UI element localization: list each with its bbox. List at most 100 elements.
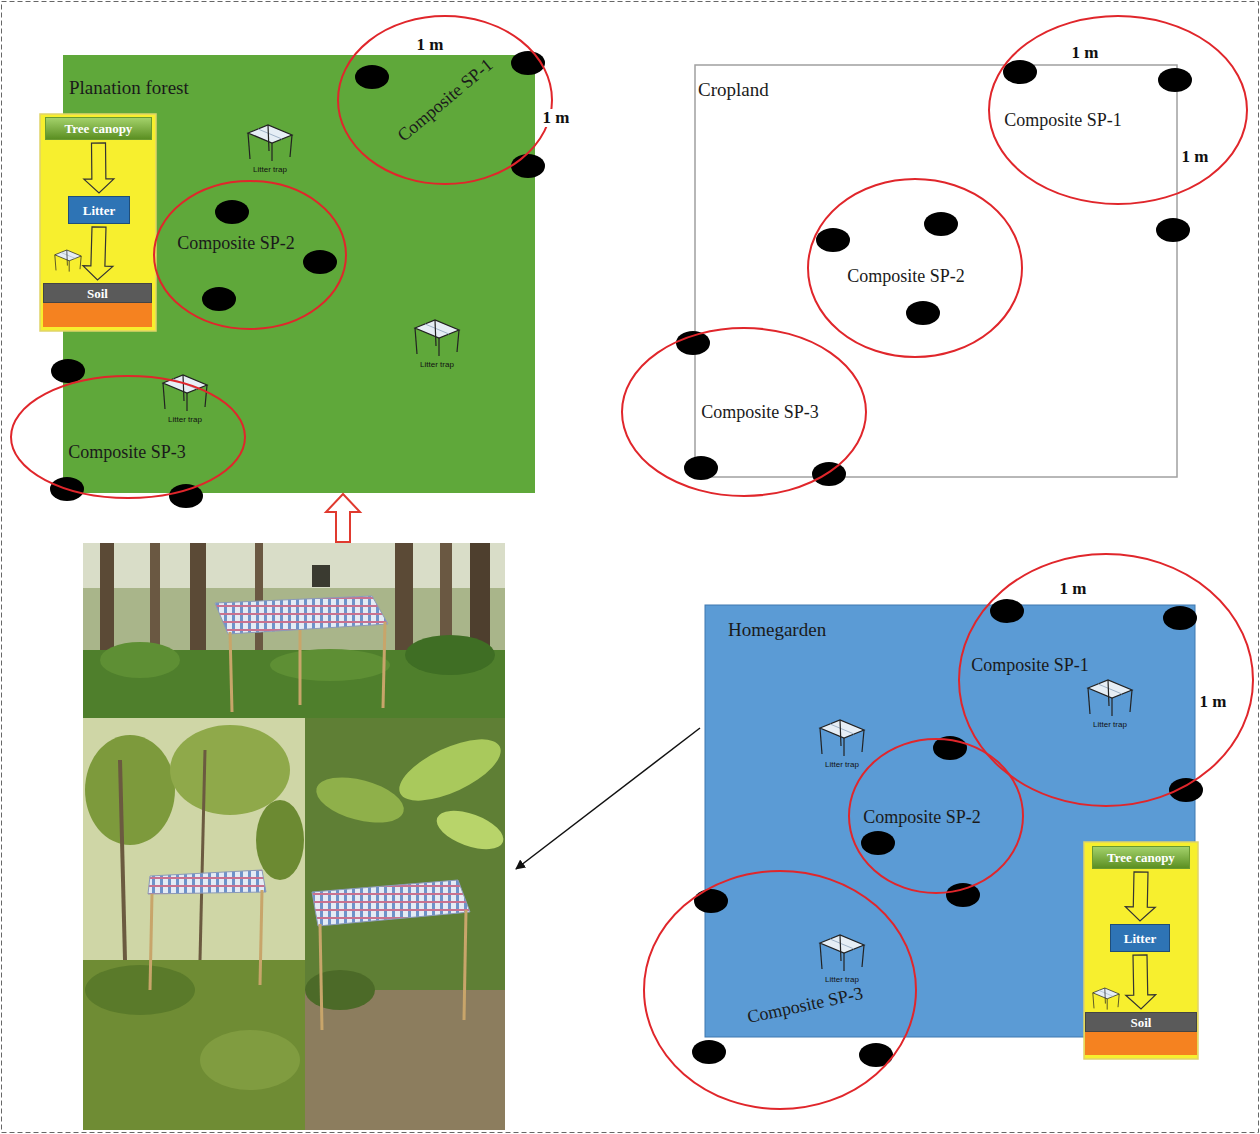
field-photo — [83, 543, 505, 718]
flow-arrow — [1126, 955, 1156, 1009]
sampling-point — [812, 462, 846, 486]
field-photo — [312, 565, 330, 587]
cropland-plot-fill — [695, 65, 1177, 477]
composite-sample-ellipse: Composite SP-2 — [807, 178, 1023, 358]
flow-label: Litter — [83, 203, 115, 218]
field-photo — [305, 970, 375, 1010]
flow-arrow — [83, 227, 113, 280]
ellipse-outline — [849, 739, 1023, 893]
ellipse-outline — [989, 16, 1247, 204]
dimension-label: 1 m — [541, 109, 572, 127]
plot-title: Planation forest — [69, 77, 189, 99]
field-photo — [432, 803, 509, 857]
ellipse-outline — [958, 553, 1254, 807]
litter-trap-icon — [248, 125, 292, 161]
sampling-point — [1003, 60, 1037, 84]
flow-label: Tree canopy — [65, 121, 133, 136]
flow-arrow — [1125, 872, 1155, 921]
trap-label: Litter trap — [253, 165, 287, 174]
field-photo — [312, 880, 470, 926]
flow-box: Litter — [68, 196, 130, 224]
sampling-point — [202, 287, 236, 311]
field-photo — [391, 727, 509, 813]
field-photo — [215, 596, 388, 634]
dimension-label: 1 m — [1070, 44, 1101, 62]
flow-arrow — [84, 143, 114, 193]
field-photo — [83, 718, 305, 1130]
sampling-point — [906, 301, 940, 325]
sampling-point — [51, 359, 85, 383]
dimension-label: 1 m — [1198, 693, 1229, 711]
composite-sample-ellipse: Composite SP-1 — [988, 15, 1248, 205]
dimension-label: 1 m — [415, 36, 446, 54]
sampling-point — [694, 889, 728, 913]
composite-sample-ellipse: Composite SP-3 — [10, 375, 246, 499]
composite-label: Composite SP-2 — [863, 807, 981, 827]
litter-trap-icon — [1088, 680, 1132, 716]
ellipse-outline — [808, 179, 1022, 357]
composite-sample-ellipse: Composite SP-2 — [848, 738, 1024, 894]
field-photo — [85, 735, 175, 845]
flow-label: Litter — [1124, 931, 1156, 946]
sampling-point — [924, 212, 958, 236]
field-photo — [200, 1030, 300, 1090]
composite-label: Composite SP-1 — [971, 655, 1089, 675]
sampling-point — [692, 1040, 726, 1064]
hollow-arrow — [326, 494, 360, 542]
sampling-point — [215, 200, 249, 224]
field-photo — [100, 642, 180, 678]
field-photo — [299, 630, 302, 705]
trap-label: Litter trap — [825, 760, 859, 769]
litter-trap-icon — [820, 935, 864, 971]
field-photo — [150, 894, 152, 990]
litter-trap-icon — [55, 250, 81, 272]
sampling-point — [355, 65, 389, 89]
field-photo — [311, 769, 408, 831]
composite-label: Composite SP-2 — [847, 266, 965, 286]
composite-label: Composite SP-3 — [68, 442, 186, 462]
field-photo — [256, 800, 304, 880]
flow-panel-ground — [40, 114, 156, 331]
soil-layer — [43, 303, 152, 327]
field-photo — [83, 960, 305, 1130]
field-photo — [170, 725, 290, 815]
litter-trap-icon — [1093, 988, 1119, 1010]
litter-trap-icon — [415, 320, 459, 356]
ellipse-outline — [338, 16, 552, 184]
flow-label: Soil — [87, 286, 108, 301]
flow-label: Tree canopy — [1107, 850, 1175, 865]
ellipse-outline — [643, 870, 917, 1110]
composite-sample-ellipse: Composite SP-1 — [958, 553, 1254, 807]
cropland-plot — [695, 65, 1177, 477]
trap-label: Litter trap — [420, 360, 454, 369]
sampling-point — [1169, 778, 1203, 802]
sampling-point — [511, 154, 545, 178]
field-photo — [464, 910, 466, 1020]
flow-label: Soil — [1131, 1015, 1152, 1030]
field-photo — [260, 890, 262, 985]
composite-label: Composite SP-2 — [177, 233, 295, 253]
sampling-point — [1156, 218, 1190, 242]
field-photo — [120, 760, 125, 960]
field-photo — [270, 649, 390, 681]
composite-label: Composite SP-1 — [394, 55, 497, 146]
sampling-point — [990, 599, 1024, 623]
field-photo — [320, 924, 322, 1030]
land-use-plot: Composite SP-1Composite SP-2Composite SP… — [63, 55, 535, 493]
sampling-point — [303, 250, 337, 274]
composite-sample-ellipse: Composite SP-3 — [621, 327, 867, 497]
composite-sample-ellipse: Composite SP-2 — [153, 180, 347, 330]
plot-title: Homegarden — [728, 619, 826, 641]
composite-sample-ellipse: Composite SP-3 — [643, 870, 917, 1110]
flow-panel-ground — [1084, 842, 1198, 1059]
flow-box: Litter — [1110, 924, 1170, 952]
flow-box: Soil — [1085, 1012, 1197, 1032]
land-use-plot: Composite SP-1Composite SP-2Composite SP… — [705, 605, 1195, 1037]
field-photo — [85, 965, 195, 1015]
field-photo — [200, 750, 205, 960]
field-photo — [305, 990, 505, 1130]
pointer-arrow — [516, 728, 700, 869]
